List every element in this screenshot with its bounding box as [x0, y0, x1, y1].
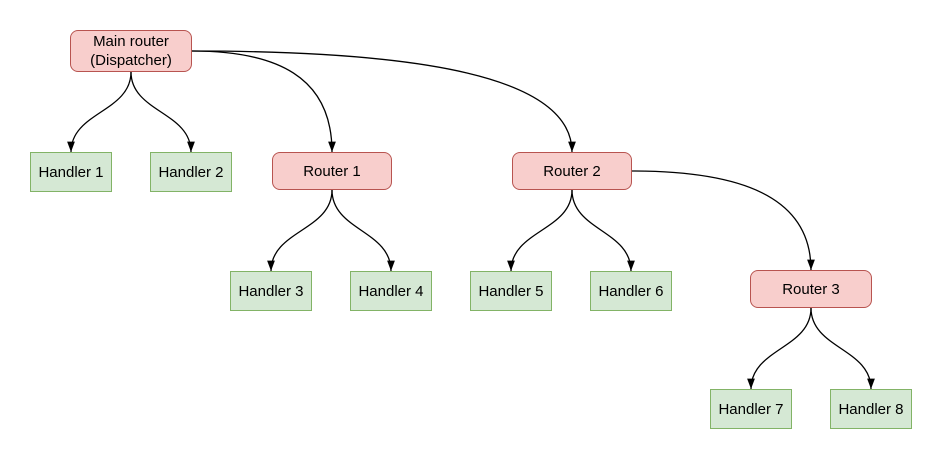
edge-router-1-to-handler-3: [267, 189, 333, 272]
node-label: Router 3: [782, 280, 840, 298]
node-label: Handler 5: [478, 282, 544, 300]
edge-router-1-to-handler-4: [331, 189, 395, 272]
edge-main-router-to-handler-1: [67, 71, 132, 153]
node-handler-5: Handler 5: [470, 271, 552, 311]
edge-router-2-to-handler-6: [571, 189, 635, 272]
node-label: Main router (Dispatcher): [90, 33, 172, 69]
node-label: Handler 7: [718, 400, 784, 418]
node-handler-7: Handler 7: [710, 389, 792, 429]
edge-router-2-to-router-3: [631, 170, 815, 271]
node-handler-1: Handler 1: [30, 152, 112, 192]
edge-router-2-to-handler-5: [507, 189, 573, 272]
node-router-1: Router 1: [272, 152, 392, 190]
edge-main-router-to-handler-2: [130, 71, 195, 153]
node-label: Handler 3: [238, 282, 304, 300]
node-handler-8: Handler 8: [830, 389, 912, 429]
node-handler-3: Handler 3: [230, 271, 312, 311]
node-handler-4: Handler 4: [350, 271, 432, 311]
edge-router-3-to-handler-7: [747, 307, 812, 390]
node-router-2: Router 2: [512, 152, 632, 190]
node-label: Handler 8: [838, 400, 904, 418]
node-router-3: Router 3: [750, 270, 872, 308]
node-handler-2: Handler 2: [150, 152, 232, 192]
node-main-router: Main router (Dispatcher): [70, 30, 192, 72]
edge-router-3-to-handler-8: [810, 307, 875, 390]
node-label: Handler 4: [358, 282, 424, 300]
edge-main-router-to-router-1: [191, 50, 336, 153]
node-label: Router 2: [543, 162, 601, 180]
node-label: Handler 1: [38, 163, 104, 181]
node-label: Router 1: [303, 162, 361, 180]
edge-main-router-to-router-2: [191, 50, 576, 153]
node-label: Handler 6: [598, 282, 664, 300]
node-label: Handler 2: [158, 163, 224, 181]
node-handler-6: Handler 6: [590, 271, 672, 311]
